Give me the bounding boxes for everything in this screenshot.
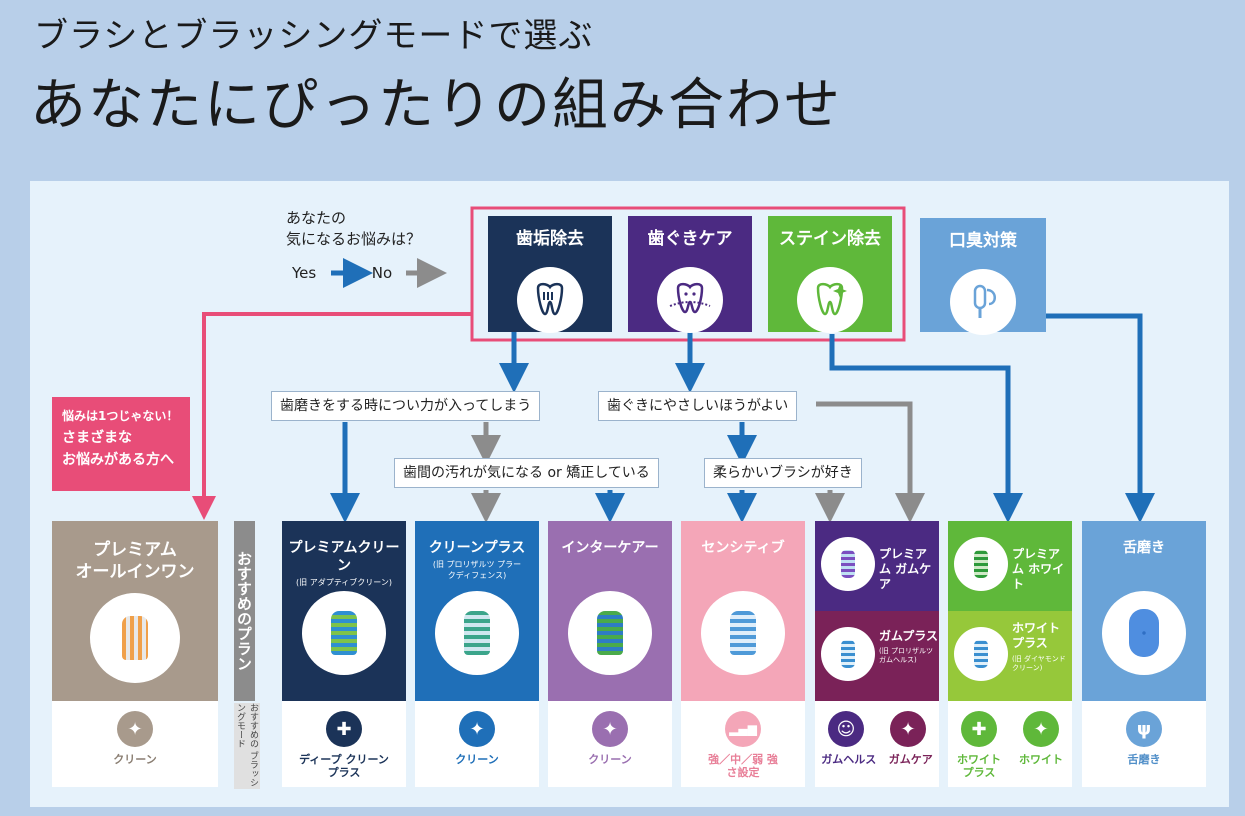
tooth-gum-care-icon: ✦: [890, 711, 926, 747]
mode-area: ψ 舌磨き: [1082, 711, 1206, 797]
recommended-plan-label: おすすめのプラン: [234, 521, 255, 701]
product-clean-plus: クリーンプラス (旧 プロリザルツ プラークディフェンス) ✦ クリーン: [415, 521, 539, 787]
product-premium-white: プレミアム ホワイト: [948, 521, 1072, 611]
mode-area: ✦ クリーン: [548, 711, 672, 797]
product-gum-care: プレミアム ガムケア ガムプラス (旧 プロリザルツ ガムヘルス) ☺ ✦ ガム…: [815, 521, 939, 787]
tooth-white-icon: ✦: [1023, 711, 1059, 747]
page-subtitle: ブラシとブラッシングモードで選ぶ: [34, 16, 594, 56]
brush-head-image: [568, 591, 652, 675]
product-white-plus: ホワイト プラス (旧 ダイヤモンド クリーン): [948, 611, 1072, 701]
recommended-mode-label: おすすめの ブラッシングモード: [234, 701, 260, 789]
product-white: プレミアム ホワイト ホワイト プラス (旧 ダイヤモンド クリーン) ✚ ✦ …: [948, 521, 1072, 787]
tooth-deep-clean-icon: ✚: [326, 711, 362, 747]
mode-area: ✦ クリーン: [415, 711, 539, 797]
product-gum-plus: ガムプラス (旧 プロリザルツ ガムヘルス): [815, 611, 939, 701]
brush-head-image: [821, 627, 875, 681]
tooth-sparkle-icon: ✦: [592, 711, 628, 747]
legend-yes: Yes: [292, 264, 317, 282]
mode-area: ✚ ✦ ホワイト プラス ホワイト: [948, 701, 1072, 787]
legend: Yes No: [292, 264, 392, 282]
tooth-gum-icon: ☺: [828, 711, 864, 747]
arrow-breath: [1046, 313, 1155, 523]
brush-head-image: [954, 627, 1008, 681]
product-premium-clean: プレミアムクリーン (旧 アダプティブクリーン) ✚ ディープ クリーンプラス: [282, 521, 406, 787]
product-sensitive: センシティブ ▂▄▆ 強／中／弱 強さ設定: [681, 521, 805, 787]
brush-head-image: [90, 593, 180, 683]
brush-head-image: [1102, 591, 1186, 675]
question-text: あなたの 気になるお悩みは？: [286, 209, 422, 248]
note-force: 歯磨きをする時につい力が入ってしまう: [271, 391, 541, 421]
page-title: あなたにぴったりの組み合わせ: [30, 73, 842, 138]
brush-head-image: [701, 591, 785, 675]
brush-head-image: [954, 537, 1008, 591]
tooth-sparkle-icon: ✦: [117, 711, 153, 747]
product-premium-all-in-one: プレミアム オールインワン ✦ クリーン: [52, 521, 218, 787]
note-gentle: 歯ぐきにやさしいほうがよい: [598, 391, 798, 421]
product-premium-gum-care: プレミアム ガムケア: [815, 521, 939, 611]
tongue-brush-icon: [950, 269, 1016, 335]
tongue-brush-icon: ψ: [1126, 711, 1162, 747]
tooth-sparkle-icon: ✦: [459, 711, 495, 747]
arrow-stain: [829, 334, 1023, 523]
product-intercare: インターケアー ✦ クリーン: [548, 521, 672, 787]
arrow-gentle-no: [816, 401, 925, 523]
arrow-multi: [192, 312, 472, 520]
category-breath: 口臭対策: [920, 218, 1046, 335]
note-interdental: 歯間の汚れが気になる or 矯正している: [394, 458, 659, 488]
category-gum: 歯ぐきケア: [628, 216, 752, 333]
mode-area: ▂▄▆ 強／中／弱 強さ設定: [681, 711, 805, 797]
brush-head-image: [435, 591, 519, 675]
category-plaque: 歯垢除去: [488, 216, 612, 333]
intensity-bars-icon: ▂▄▆: [725, 711, 761, 747]
side-labels: おすすめのプラン おすすめの ブラッシングモード: [234, 521, 272, 789]
tooth-white-plus-icon: ✚: [961, 711, 997, 747]
legend-no: No: [371, 264, 393, 282]
mode-area: ✚ ディープ クリーンプラス: [282, 711, 406, 797]
mode-area: ☺ ✦ ガムヘルス ガムケア: [815, 701, 939, 787]
brush-head-image: [302, 591, 386, 675]
multi-concern-box: 悩みは1つじゃない！ さまざまな お悩みがある方へ: [52, 397, 190, 491]
tooth-gum-icon: [657, 267, 723, 333]
note-soft: 柔らかいブラシが好き: [704, 458, 862, 488]
mode-area: ✦ クリーン: [52, 711, 218, 797]
category-stain: ステイン除去: [768, 216, 892, 333]
tooth-plaque-icon: [517, 267, 583, 333]
tooth-sparkle-icon: [797, 267, 863, 333]
brush-head-image: [821, 537, 875, 591]
product-tongue-care: 舌磨き ψ 舌磨き: [1082, 521, 1206, 787]
